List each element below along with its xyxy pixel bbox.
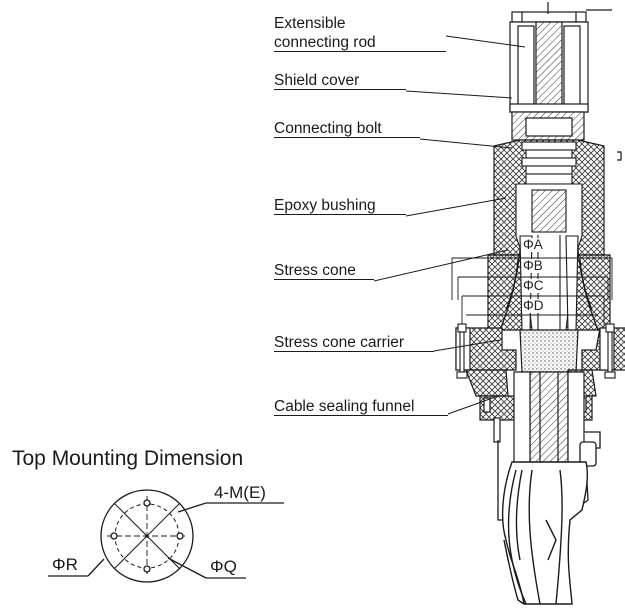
cable-tail [501, 461, 589, 605]
section-mark [617, 151, 622, 161]
leader-lines [373, 35, 526, 415]
label-cable-sealing-funnel: Cable sealing funnel [274, 398, 448, 416]
connecting-bolt-stack [521, 141, 577, 185]
stress-cone-core [515, 183, 583, 331]
extensible-rod [509, 2, 612, 115]
dimension-phi-d: ΦD [522, 298, 545, 313]
stress-cone-carrier-body [455, 327, 625, 397]
dimension-phi-b: ΦB [522, 258, 544, 273]
dimension-bolts: 4-M(E) [214, 483, 266, 502]
cable-conductor [513, 371, 585, 471]
mounting-heading: Top Mounting Dimension [12, 447, 244, 470]
label-connecting-bolt: Connecting bolt [274, 120, 420, 138]
stress-cone-curves [499, 249, 599, 331]
label-stress-cone-carrier: Stress cone carrier [274, 334, 434, 352]
flange-bolts [456, 323, 616, 379]
mounting-flange-view [48, 489, 284, 583]
label-extensible-rod-line1: Extensible [274, 15, 346, 32]
label-stress-cone: Stress cone [274, 262, 374, 280]
dimension-phi-q: ΦQ [210, 557, 237, 576]
dimension-phi-r: ΦR [52, 555, 78, 574]
shield-cover-body [511, 111, 585, 141]
dimension-phi-c: ΦC [522, 278, 545, 293]
label-shield-cover: Shield cover [274, 72, 406, 90]
label-epoxy-bushing: Epoxy bushing [274, 197, 406, 215]
dimension-phi-a: ΦA [522, 237, 544, 252]
dimension-lines [451, 257, 613, 326]
label-extensible-rod-line2: connecting rod [274, 34, 446, 52]
